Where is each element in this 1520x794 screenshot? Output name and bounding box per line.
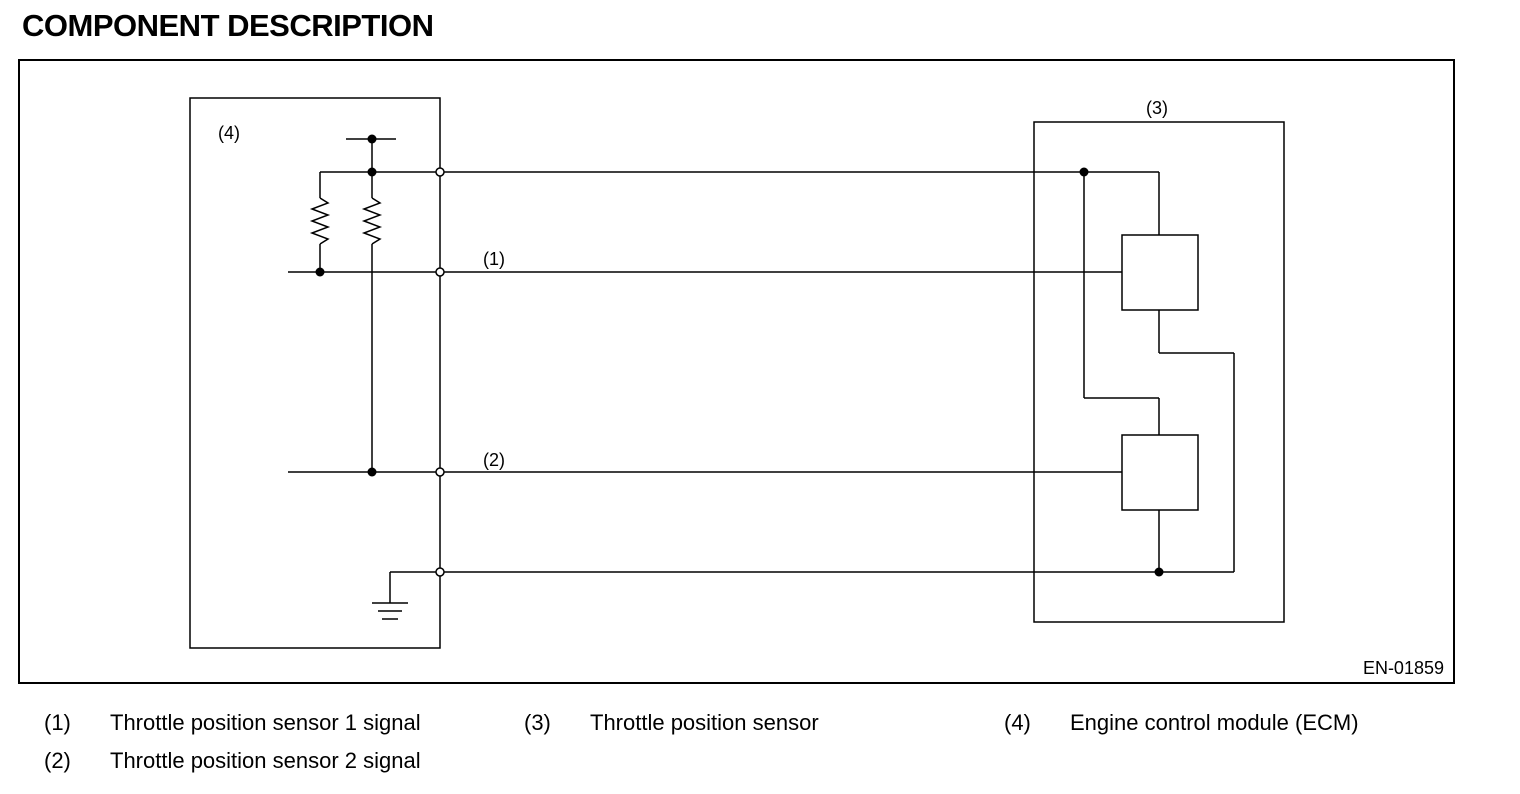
- sensor-label: (3): [1146, 98, 1168, 118]
- signal-2-label: (2): [483, 450, 505, 470]
- legend-text: Throttle position sensor: [590, 710, 819, 735]
- signal-1-label: (1): [483, 249, 505, 269]
- sensor-box: [1033, 121, 1285, 623]
- legend-number: (1): [44, 710, 71, 735]
- legend-text: Throttle position sensor 1 signal: [110, 710, 421, 735]
- sensor-element-1: [1121, 234, 1199, 311]
- ecm-label: (4): [218, 123, 240, 143]
- diagram-frame: [18, 59, 1455, 684]
- terminal-power: [435, 167, 445, 177]
- sensor-element-2: [1121, 434, 1199, 511]
- ecm-box: [189, 97, 441, 649]
- legend-number: (3): [524, 710, 551, 735]
- terminal-ground: [435, 567, 445, 577]
- legend-text: Throttle position sensor 2 signal: [110, 748, 421, 773]
- terminal-signal-2: [435, 467, 445, 477]
- figure-code: EN-01859: [1363, 658, 1444, 678]
- legend-text: Engine control module (ECM): [1070, 710, 1359, 735]
- legend-number: (2): [44, 748, 71, 773]
- legend-number: (4): [1004, 710, 1031, 735]
- page-title: COMPONENT DESCRIPTION: [22, 8, 434, 43]
- terminal-signal-1: [435, 267, 445, 277]
